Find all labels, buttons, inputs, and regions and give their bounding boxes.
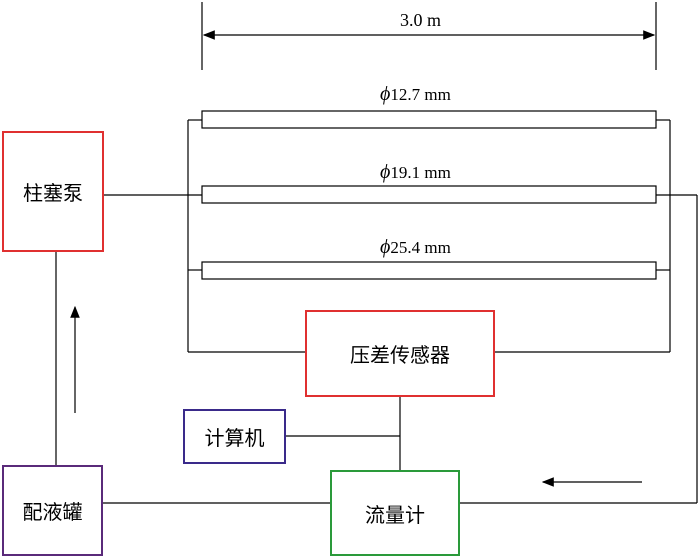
pipe-2 xyxy=(201,185,657,204)
pipe-1 xyxy=(201,110,657,129)
computer-box: 计算机 xyxy=(183,409,286,464)
flowmeter-label: 流量计 xyxy=(365,502,425,527)
pipe-label-1: ϕ12.7 mm xyxy=(380,83,451,106)
dimension-label: 3.0 m xyxy=(400,10,442,30)
pump-label: 柱塞泵 xyxy=(23,181,83,205)
flowmeter-box: 流量计 xyxy=(330,470,460,556)
pipe-label-3: ϕ25.4 mm xyxy=(380,236,451,259)
tank-label: 配液罐 xyxy=(22,500,83,524)
pipe-diameter: 12.7 mm xyxy=(390,85,451,104)
pipe-label-2: ϕ19.1 mm xyxy=(380,161,451,184)
pump-box: 柱塞泵 xyxy=(2,131,104,252)
computer-label: 计算机 xyxy=(204,426,265,450)
diameter-symbol: ϕ xyxy=(380,83,391,105)
diameter-symbol: ϕ xyxy=(380,161,391,183)
tank-box: 配液罐 xyxy=(2,465,103,556)
pipe-3 xyxy=(201,261,657,280)
dp-sensor-label: 压差传感器 xyxy=(350,343,450,367)
diameter-symbol: ϕ xyxy=(380,236,391,258)
pipe-diameter: 25.4 mm xyxy=(390,238,451,257)
dp-sensor-box: 压差传感器 xyxy=(305,310,495,397)
pipe-diameter: 19.1 mm xyxy=(390,163,451,182)
